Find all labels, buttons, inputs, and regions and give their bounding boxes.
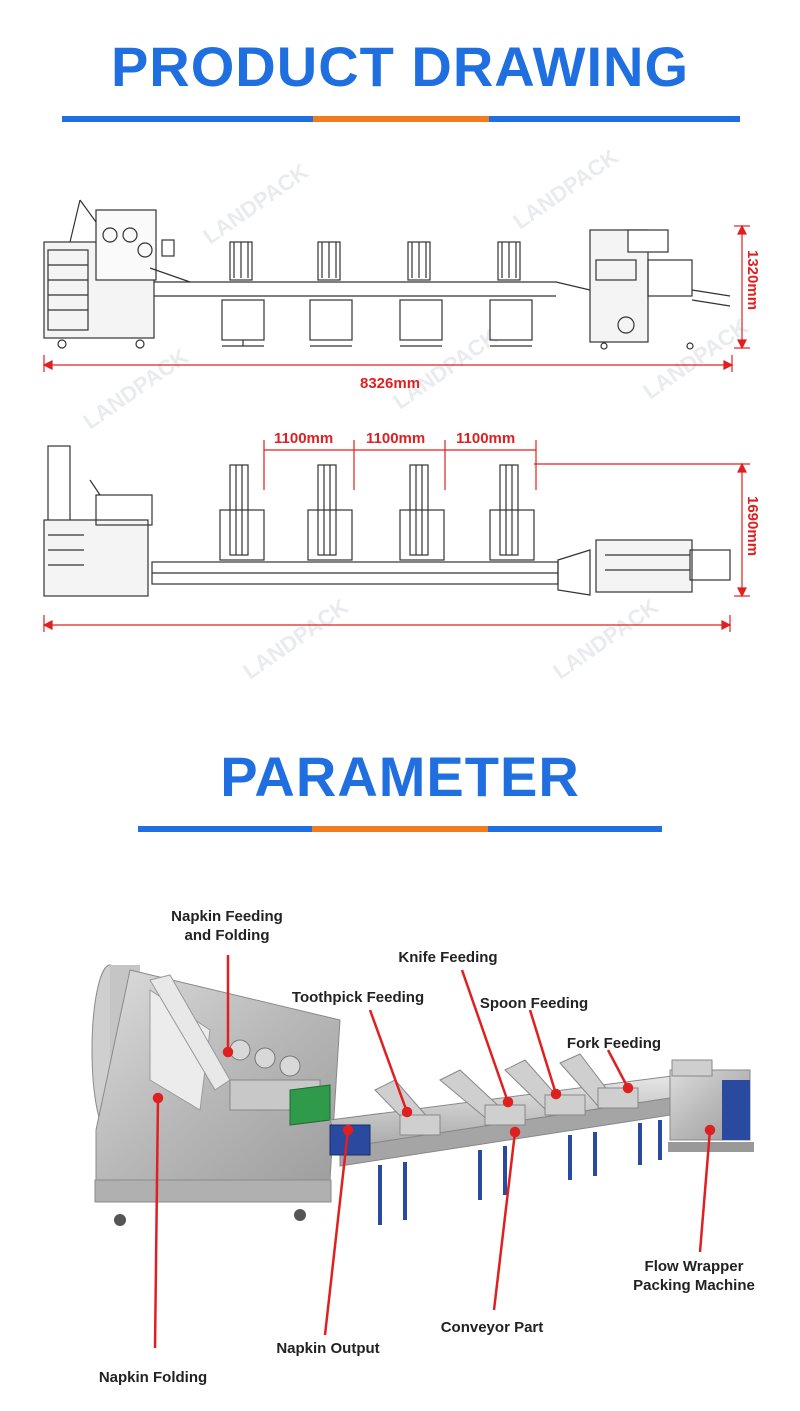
label-napkin-output: Napkin Output	[276, 1340, 379, 1357]
parameter-title: PARAMETER	[220, 745, 580, 808]
label-spoon-feeding: Spoon Feeding	[480, 995, 588, 1012]
label-napkin-folding: Napkin Folding	[99, 1369, 207, 1386]
label-flow-wrapper-2: Packing Machine	[633, 1277, 755, 1294]
underline-accent	[313, 116, 489, 122]
svg-text:LANDPACK: LANDPACK	[549, 594, 663, 684]
length-label: 8326mm	[360, 375, 420, 392]
spacing-label-3: 1100mm	[456, 430, 515, 447]
svg-text:LANDPACK: LANDPACK	[239, 594, 353, 684]
width-dimension	[42, 462, 750, 632]
callout-pointers	[152, 955, 716, 1349]
height-label: 1320mm	[744, 250, 761, 310]
width-label: 1690mm	[744, 496, 761, 556]
label-toothpick-feeding: Toothpick Feeding	[292, 989, 424, 1006]
label-fork-feeding: Fork Feeding	[567, 1035, 661, 1052]
station-spacing-dimensions	[263, 440, 537, 490]
length-dimension	[42, 355, 734, 372]
product-drawing-title: PRODUCT DRAWING	[110, 35, 690, 98]
machine-line-illustration: Napkin Feeding and Folding Toothpick Fee…	[91, 908, 755, 1386]
label-flow-wrapper-1: Flow Wrapper	[645, 1258, 744, 1275]
svg-text:LANDPACK: LANDPACK	[389, 324, 503, 414]
svg-text:LANDPACK: LANDPACK	[199, 159, 313, 249]
spacing-label-2: 1100mm	[366, 430, 425, 447]
product-drawing: LANDPACK LANDPACK LANDPACK LANDPACK LAND…	[42, 150, 761, 684]
side-elevation-view	[43, 199, 731, 350]
conveyor-line	[329, 1053, 691, 1225]
label-napkin-feeding-2: and Folding	[185, 927, 270, 944]
label-knife-feeding: Knife Feeding	[398, 949, 497, 966]
svg-text:LANDPACK: LANDPACK	[509, 150, 623, 234]
svg-text:LANDPACK: LANDPACK	[79, 344, 193, 434]
plan-view	[43, 445, 731, 597]
label-conveyor-part: Conveyor Part	[441, 1319, 544, 1336]
underline-accent	[312, 826, 488, 832]
label-napkin-feeding-1: Napkin Feeding	[171, 908, 283, 925]
parameter-underline	[138, 826, 662, 832]
spacing-label-1: 1100mm	[274, 430, 333, 447]
svg-text:LANDPACK: LANDPACK	[639, 314, 753, 404]
flow-wrapper-machine	[668, 1059, 754, 1152]
title-underline	[62, 116, 740, 122]
height-dimension	[734, 224, 750, 350]
